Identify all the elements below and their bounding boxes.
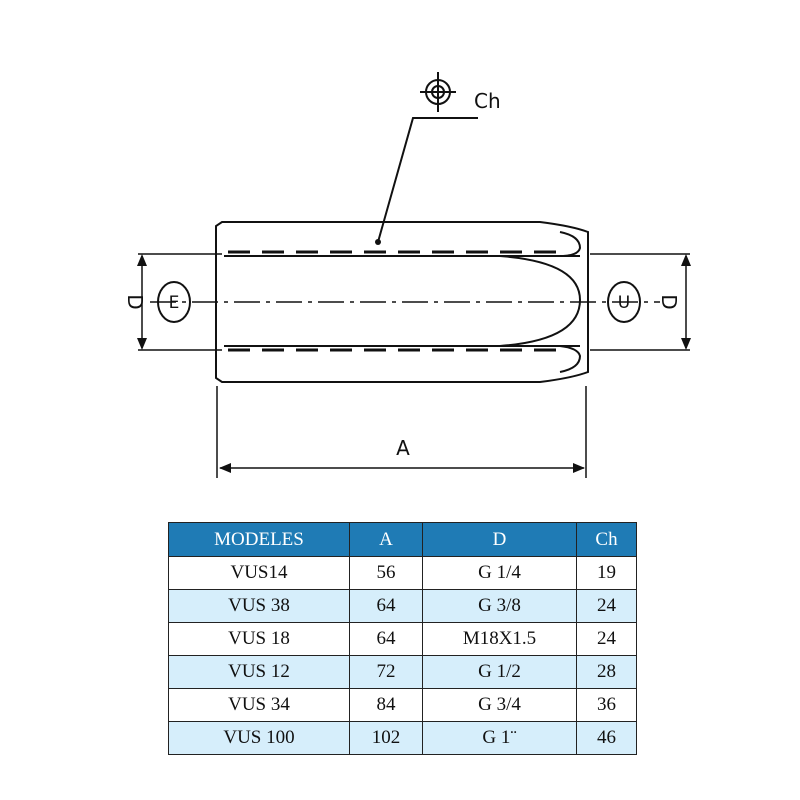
table-row: VUS 34 84 G 3/4 36 [168, 688, 637, 722]
cell-d: G 3/4 [422, 688, 577, 722]
table-row: VUS14 56 G 1/4 19 [168, 556, 637, 590]
cell-a: 102 [349, 721, 423, 755]
table-row: VUS 18 64 M18X1.5 24 [168, 622, 637, 656]
d-label-left: D [123, 294, 147, 309]
cell-d: G 1¨ [422, 721, 577, 755]
cell-model: VUS14 [168, 556, 350, 590]
ch-leader-line [377, 117, 478, 243]
cell-model: VUS 100 [168, 721, 350, 755]
cell-ch: 36 [576, 688, 637, 722]
fitting-body-outline [215, 221, 589, 383]
cell-d: M18X1.5 [422, 622, 577, 656]
a-label: A [396, 436, 410, 460]
cell-ch: 24 [576, 622, 637, 656]
u-label: U [618, 293, 630, 313]
cell-ch: 24 [576, 589, 637, 623]
technical-drawing: Ch E U A D D [123, 72, 691, 478]
cell-a: 84 [349, 688, 423, 722]
cell-ch: 19 [576, 556, 637, 590]
cell-model: VUS 18 [168, 622, 350, 656]
table-row: VUS 100 102 G 1¨ 46 [168, 721, 637, 755]
cell-a: 64 [349, 589, 423, 623]
e-label: E [169, 293, 180, 313]
cell-d: G 3/8 [422, 589, 577, 623]
col-header-d: D [422, 522, 577, 557]
outlet-u-marker [607, 281, 641, 323]
table-row: VUS 38 64 G 3/8 24 [168, 589, 637, 623]
cell-a: 56 [349, 556, 423, 590]
cell-d: G 1/2 [422, 655, 577, 689]
table-header-row: MODELES A D Ch [168, 522, 637, 557]
cell-d: G 1/4 [422, 556, 577, 590]
col-header-a: A [349, 522, 423, 557]
hex-wrench-icon [420, 72, 456, 112]
col-header-ch: Ch [576, 522, 637, 557]
cell-a: 64 [349, 622, 423, 656]
cell-model: VUS 38 [168, 589, 350, 623]
col-header-modeles: MODELES [168, 522, 350, 557]
cell-ch: 28 [576, 655, 637, 689]
d-label-right: D [657, 294, 681, 309]
dimensions-table: MODELES A D Ch VUS14 56 G 1/4 19 VUS 38 … [168, 522, 637, 755]
ch-label: Ch [474, 89, 501, 113]
table-row: VUS 12 72 G 1/2 28 [168, 655, 637, 689]
cell-a: 72 [349, 655, 423, 689]
cell-model: VUS 34 [168, 688, 350, 722]
cell-ch: 46 [576, 721, 637, 755]
cell-model: VUS 12 [168, 655, 350, 689]
